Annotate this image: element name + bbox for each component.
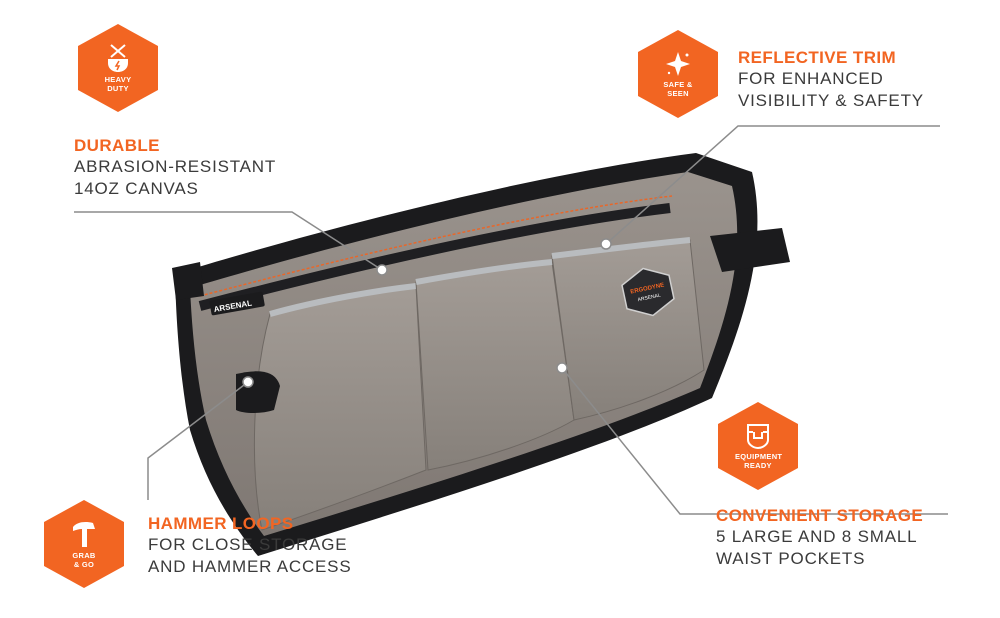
leader-reflective — [605, 125, 940, 245]
convenient-storage-callout: CONVENIENT STORAGE 5 LARGE AND 8 SMALL W… — [716, 506, 923, 570]
callout-leader-lines — [74, 125, 948, 515]
storage-line-2: WAIST POCKETS — [716, 549, 866, 568]
safe-seen-label: SAFE & SEEN — [663, 80, 693, 98]
hammer-line-2: AND HAMMER ACCESS — [148, 557, 352, 576]
anchor-hammer — [242, 376, 254, 388]
durable-line-2: 14OZ CANVAS — [74, 179, 199, 198]
belt-strap-right — [710, 228, 790, 272]
anchor-reflective — [600, 238, 612, 250]
hammer-loops-callout: HAMMER LOOPS FOR CLOSE STORAGE AND HAMME… — [148, 514, 351, 578]
pocket-middle-trim — [415, 259, 553, 285]
reflective-line-1: FOR ENHANCED — [738, 69, 884, 88]
belt-clip-icon — [747, 424, 769, 450]
belt-strap-left — [172, 262, 204, 300]
pocket-left-trim — [269, 283, 417, 317]
shield-cross-icon — [108, 44, 128, 72]
durable-line-1: ABRASION-RESISTANT — [74, 157, 277, 176]
hammer-line-1: FOR CLOSE STORAGE — [148, 535, 348, 554]
leader-hammer — [147, 381, 249, 500]
sparkle-icon — [666, 52, 690, 76]
pocket-right-trim — [551, 237, 691, 259]
logo-line-2: ARSENAL — [637, 292, 661, 303]
ergodyne-logo-patch: ERGODYNE ARSENAL — [621, 267, 675, 317]
grab-go-badge: GRAB & GO — [44, 500, 124, 588]
leader-durable — [74, 211, 383, 271]
zipper-band — [198, 203, 671, 311]
heavy-duty-label: HEAVY DUTY — [104, 75, 132, 93]
hammer-loop — [236, 371, 280, 413]
storage-line-1: 5 LARGE AND 8 SMALL — [716, 527, 918, 546]
grab-go-label: GRAB & GO — [72, 551, 96, 569]
leader-storage — [561, 367, 948, 515]
reflective-line-2: VISIBILITY & SAFETY — [738, 91, 924, 110]
anchor-storage — [556, 362, 568, 374]
brand-tag — [209, 291, 265, 316]
hammer-heading: HAMMER LOOPS — [148, 514, 294, 533]
callout-anchor-dots — [242, 238, 612, 388]
storage-heading: CONVENIENT STORAGE — [716, 506, 924, 525]
reflective-trim-callout: REFLECTIVE TRIM FOR ENHANCED VISIBILITY … — [738, 48, 924, 112]
durable-callout: DURABLE ABRASION-RESISTANT 14OZ CANVAS — [74, 136, 276, 200]
reflective-heading: REFLECTIVE TRIM — [738, 48, 897, 67]
anchor-durable — [376, 264, 388, 276]
equipment-ready-label: EQUIPMENT READY — [735, 452, 783, 470]
hammer-icon — [73, 522, 95, 547]
durable-heading: DURABLE — [74, 136, 160, 155]
